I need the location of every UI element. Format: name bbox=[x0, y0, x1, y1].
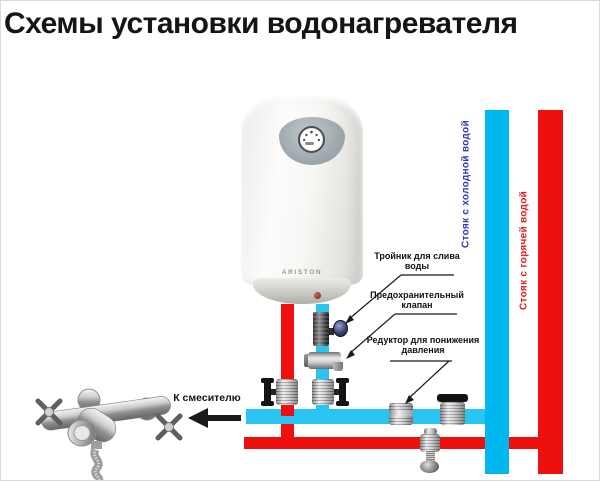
hot-outlet-pipe-lower bbox=[281, 424, 294, 438]
spout-cap-inner bbox=[73, 425, 91, 441]
safety-valve bbox=[308, 352, 341, 369]
to-mixer-label: К смесителю bbox=[173, 392, 241, 404]
ball-valve-cold-inlet bbox=[312, 379, 334, 405]
callout-text: воды bbox=[404, 261, 430, 271]
drain-tee-knob bbox=[333, 320, 348, 337]
ball-valve-stem bbox=[333, 389, 339, 395]
drain-valve-wheel bbox=[420, 460, 439, 473]
callout-text: Тройник для слива bbox=[374, 251, 460, 261]
callout-text: Предохранительный bbox=[370, 290, 464, 300]
ball-valve-handle bbox=[437, 394, 468, 402]
cold-water-branch-pipe bbox=[246, 409, 485, 424]
mixer-faucet-image bbox=[35, 388, 183, 480]
drain-valve-hot-line bbox=[420, 434, 440, 452]
handle-hub bbox=[164, 422, 174, 432]
ball-valve-hot-outlet bbox=[276, 379, 298, 405]
drain-valve-nut bbox=[424, 428, 437, 435]
handle-hub bbox=[44, 407, 54, 417]
safety-valve-spout bbox=[333, 362, 343, 371]
ball-valve-handle bbox=[261, 401, 274, 406]
ball-valve-handle bbox=[264, 381, 271, 403]
ball-valve-handle bbox=[261, 378, 274, 383]
safety-valve-endcap bbox=[304, 354, 310, 367]
callout-drain-tee: Тройник для слива воды bbox=[367, 251, 467, 271]
cold-inlet-pipe-segment bbox=[316, 346, 329, 353]
cold-inlet-pipe-segment bbox=[316, 304, 329, 314]
drain-valve-stem bbox=[426, 451, 435, 462]
ball-valve-stem bbox=[271, 389, 277, 395]
ball-valve-cold-branch bbox=[440, 402, 465, 425]
drain-tee-valve bbox=[313, 312, 329, 346]
boiler-drain-plug bbox=[314, 292, 321, 299]
page-title: Схемы установки водонагревателя bbox=[4, 7, 518, 40]
callout-text: Редуктор для понижения bbox=[366, 335, 480, 345]
gauge-detail bbox=[305, 142, 314, 145]
cold-inlet-pipe-segment bbox=[316, 403, 329, 410]
pressure-reducer-band bbox=[389, 410, 413, 416]
hot-water-branch-pipe bbox=[244, 437, 538, 449]
shower-hose-highlight bbox=[92, 448, 101, 480]
cold-riser-label: Стояк с холодной водой bbox=[460, 120, 472, 248]
callout-pressure-reducer: Редуктор для понижения давления bbox=[361, 335, 485, 355]
ball-valve-handle bbox=[336, 401, 349, 406]
cold-water-riser-pipe bbox=[485, 110, 509, 474]
hot-riser-label: Стояк с горячей водой bbox=[518, 190, 530, 311]
temperature-gauge-icon bbox=[298, 126, 325, 153]
callout-arrowheads bbox=[345, 315, 414, 404]
hose-connector bbox=[91, 441, 102, 449]
ball-valve-handle bbox=[336, 378, 349, 383]
callout-text: давления bbox=[401, 345, 445, 355]
boiler-brand-label: ARISTON bbox=[281, 269, 323, 276]
boiler-base-cap bbox=[253, 278, 351, 304]
to-mixer-arrowhead bbox=[188, 408, 208, 428]
callout-text: клапан bbox=[401, 300, 433, 310]
cold-inlet-pipe-segment bbox=[316, 369, 329, 379]
hot-water-riser-pipe bbox=[538, 110, 563, 474]
callout-safety-valve: Предохранительный клапан bbox=[367, 290, 467, 310]
drain-tee-stem bbox=[328, 328, 334, 335]
water-heater-boiler: ARISTON bbox=[241, 95, 364, 308]
ball-valve-handle bbox=[339, 381, 346, 403]
